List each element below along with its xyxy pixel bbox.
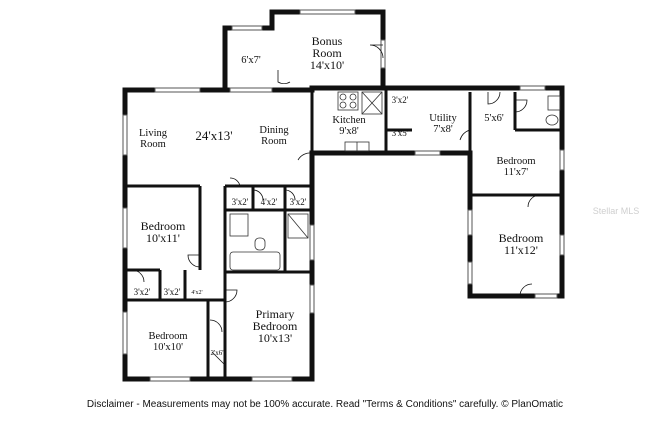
doors [131,44,541,366]
interior-walls [125,85,562,379]
closet-2x6-dim: 2'x6' [210,349,223,357]
bath-sink-east [547,95,561,111]
closet-b-dim: 4'x2' [261,197,278,207]
fridge [361,91,383,115]
bath-5x6-dim: 5'x6' [484,113,504,124]
closet-c-dim: 3'x2' [290,197,307,207]
bedroom-e2-label: Bedroom [499,231,544,245]
dining-room-label-1: Dining [259,125,289,136]
primary-bedroom-dim: 10'x13' [258,331,292,345]
closet-a-dim: 3'x2' [232,197,249,207]
bedroom-w2-label: Bedroom [148,331,187,342]
bonus-room-label-2: Room [312,46,342,60]
closet-f-dim: 4'x2' [191,290,202,296]
primary-bedroom-label-2: Bedroom [253,319,298,333]
utility-label: Utility [429,113,457,124]
dining-room-label-2: Room [261,136,287,147]
bathtub [229,251,281,271]
toilet [254,237,266,251]
kitchen-label: Kitchen [332,115,366,126]
bonus-room-label-1: Bonus [312,34,343,48]
utility-dim: 7'x8' [433,124,453,135]
toilet-east [545,114,559,126]
disclaimer-text: Disclaimer - Measurements may not be 100… [86,399,564,410]
bedroom-e2-dim: 11'x12' [504,243,538,257]
bonus-room-dim: 14'x10' [310,58,344,72]
pantry-3x5-dim: 3'x5' [392,128,409,138]
bedroom-e1-label: Bedroom [496,156,535,167]
bedroom-e1-dim: 11'x7' [504,167,529,178]
windows [122,9,565,382]
watermark: Stellar MLS [593,206,640,216]
closet-6x7-dim: 6'x7' [241,55,261,66]
stove [337,91,359,111]
fixtures [229,91,561,271]
pantry-3x2-dim: 3'x2' [392,95,409,105]
living-room-label-1: Living [139,128,168,139]
main-room-dim: 24'x13' [195,128,232,143]
closet-e-dim: 3'x2' [164,287,181,297]
kitchen-dim: 9'x8' [339,126,359,137]
room-labels: Bonus Room 14'x10' 6'x7' Living Room 24'… [134,34,544,357]
closet-d-dim: 3'x2' [134,287,151,297]
bedroom-w2-dim: 10'x10' [153,342,183,353]
bedroom-w1-dim: 10'x11' [146,231,180,245]
shower [287,213,309,239]
bedroom-w1-label: Bedroom [141,219,186,233]
living-room-label-2: Room [140,139,166,150]
vanity [229,213,249,237]
primary-bedroom-label-1: Primary [256,307,295,321]
